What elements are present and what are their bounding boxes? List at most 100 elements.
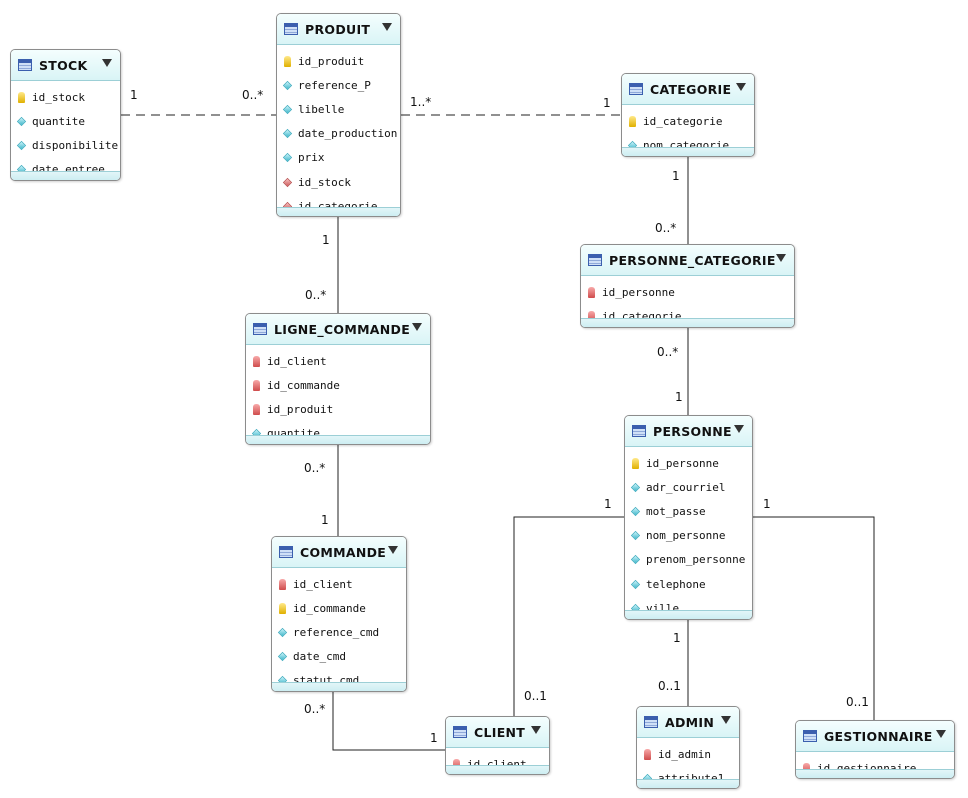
column-row[interactable]: prenom_personne [625, 548, 752, 572]
column-row[interactable]: libelle [277, 97, 400, 121]
column-icon [16, 116, 27, 126]
column-name: mot_passe [646, 504, 706, 518]
table-ligne-commande[interactable]: LIGNE_COMMANDE id_client id_commande id_pro… [245, 313, 431, 445]
table-name: GESTIONNAIRE [824, 728, 933, 744]
column-row[interactable]: quantite [11, 109, 120, 133]
column-icon [282, 153, 293, 163]
column-icon [282, 80, 293, 90]
table-footer [277, 207, 400, 216]
column-row[interactable]: id_client [272, 572, 406, 596]
table-header[interactable]: LIGNE_COMMANDE [246, 314, 430, 345]
table-icon [803, 730, 817, 742]
cardinality-label: 1 [322, 233, 330, 247]
table-header[interactable]: STOCK [11, 50, 120, 81]
foreign-key-icon [588, 286, 595, 298]
chevron-down-icon[interactable] [382, 23, 392, 31]
chevron-down-icon[interactable] [412, 323, 422, 331]
column-row[interactable]: disponibilite [11, 133, 120, 157]
cardinality-label: 0..1 [524, 689, 547, 703]
table-icon [588, 254, 602, 266]
column-row[interactable]: date_production [277, 122, 400, 146]
table-header[interactable]: CATEGORIE [622, 74, 754, 105]
cardinality-label: 1 [603, 96, 611, 110]
column-row[interactable]: reference_P [277, 73, 400, 97]
table-name: STOCK [39, 57, 88, 73]
column-icon [277, 652, 288, 662]
column-name: id_personne [602, 285, 675, 299]
cardinality-label: 1 [672, 169, 680, 183]
table-footer [581, 318, 794, 327]
foreign-key-column-icon [282, 177, 293, 187]
column-row[interactable]: telephone [625, 572, 752, 596]
table-commande[interactable]: COMMANDE id_client id_commande reference_cm… [271, 536, 407, 692]
column-row[interactable]: id_produit [246, 397, 430, 421]
table-header[interactable]: PERSONNE [625, 416, 752, 447]
cardinality-label: 1 [673, 631, 681, 645]
chevron-down-icon[interactable] [102, 59, 112, 67]
table-header[interactable]: CLIENT [446, 717, 549, 748]
column-row[interactable]: reference_cmd [272, 620, 406, 644]
column-name: id_commande [293, 601, 366, 615]
column-row[interactable]: id_personne [625, 451, 752, 475]
cardinality-label: 0..* [304, 702, 326, 716]
table-header[interactable]: GESTIONNAIRE [796, 721, 954, 752]
table-footer [11, 171, 120, 180]
chevron-down-icon[interactable] [388, 546, 398, 554]
table-icon [284, 23, 298, 35]
column-row[interactable]: adr_courriel [625, 475, 752, 499]
column-row[interactable]: id_commande [272, 596, 406, 620]
table-header[interactable]: COMMANDE [272, 537, 406, 568]
column-name: id_stock [32, 90, 85, 104]
cardinality-label: 0..* [304, 461, 326, 475]
column-icon [630, 482, 641, 492]
table-gestionnaire[interactable]: GESTIONNAIREid_gestionnaire [795, 720, 955, 779]
foreign-key-icon [803, 762, 810, 774]
foreign-key-icon [253, 403, 260, 415]
chevron-down-icon[interactable] [936, 730, 946, 738]
column-row[interactable]: id_commande [246, 373, 430, 397]
chevron-down-icon[interactable] [734, 425, 744, 433]
column-row[interactable]: id_stock [277, 170, 400, 194]
column-row[interactable]: id_produit [277, 49, 400, 73]
cardinality-label: 1 [763, 497, 771, 511]
column-row[interactable]: id_admin [637, 742, 739, 766]
column-name: id_commande [267, 378, 340, 392]
column-row[interactable]: nom_personne [625, 524, 752, 548]
table-icon [629, 83, 643, 95]
primary-key-icon [629, 115, 636, 127]
primary-key-icon [279, 602, 286, 614]
table-name: ADMIN [665, 714, 715, 730]
chevron-down-icon[interactable] [721, 716, 731, 724]
column-row[interactable]: id_personne [581, 280, 794, 304]
table-name: PERSONNE_CATEGORIE [609, 252, 776, 268]
table-client[interactable]: CLIENTid_client [445, 716, 550, 775]
column-row[interactable]: id_stock [11, 85, 120, 109]
chevron-down-icon[interactable] [736, 83, 746, 91]
cardinality-label: 0..* [305, 288, 327, 302]
table-name: CLIENT [474, 724, 526, 740]
chevron-down-icon[interactable] [776, 254, 786, 262]
table-header[interactable]: ADMIN [637, 707, 739, 738]
column-row[interactable]: mot_passe [625, 499, 752, 523]
column-name: id_client [267, 354, 327, 368]
cardinality-label: 0..1 [846, 695, 869, 709]
column-row[interactable]: date_cmd [272, 645, 406, 669]
foreign-key-icon [253, 355, 260, 367]
column-row[interactable]: prix [277, 146, 400, 170]
column-row[interactable]: id_client [246, 349, 430, 373]
cardinality-label: 0..* [657, 345, 679, 359]
table-footer [246, 435, 430, 444]
column-row[interactable]: id_categorie [622, 109, 754, 133]
table-header[interactable]: PRODUIT [277, 14, 400, 45]
chevron-down-icon[interactable] [531, 726, 541, 734]
table-footer [796, 769, 954, 778]
cardinality-label: 1 [321, 513, 329, 527]
table-header[interactable]: PERSONNE_CATEGORIE [581, 245, 794, 276]
